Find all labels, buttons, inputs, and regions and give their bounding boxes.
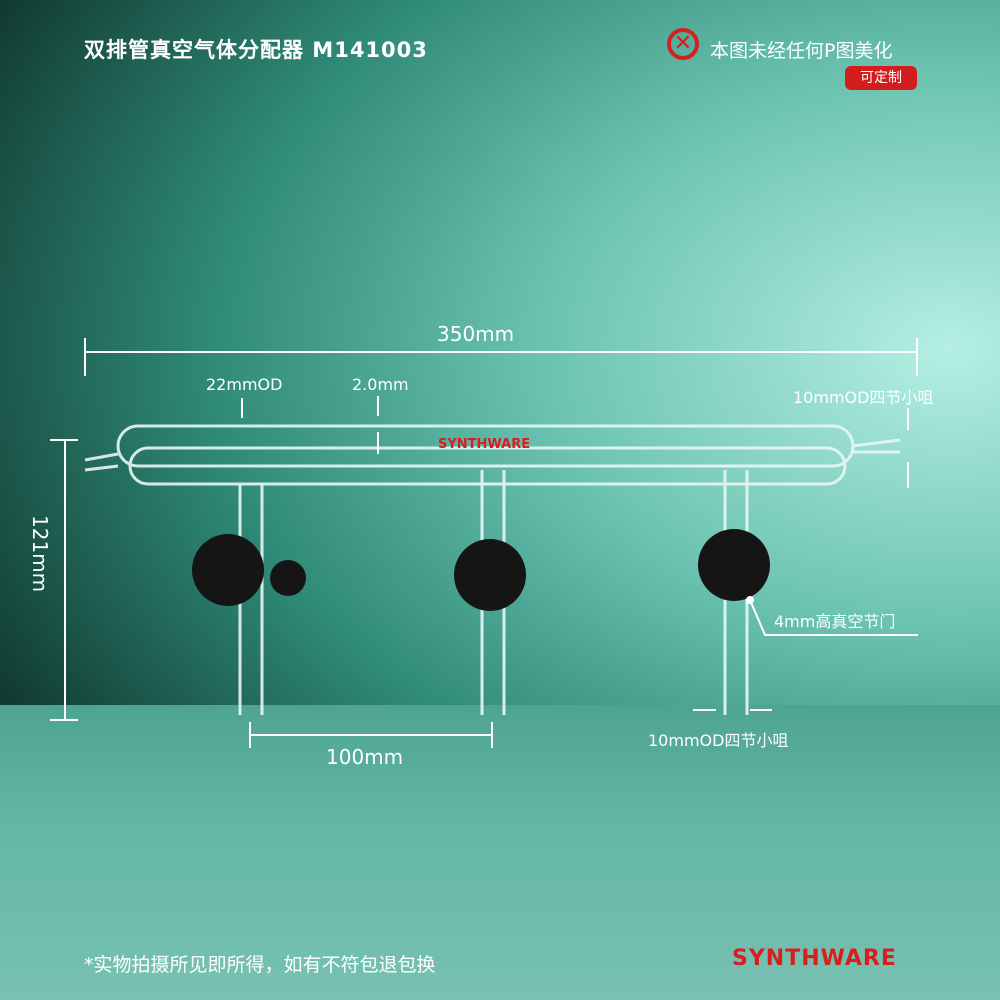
height-label: 121mm — [28, 515, 52, 593]
product-logo: SYNTHWARE — [438, 437, 530, 452]
valve-knob — [192, 534, 264, 606]
valve-label: 4mm高真空节门 — [774, 612, 896, 631]
no-retouch-notice: 本图未经任何P图美化 — [710, 40, 893, 62]
table-surface — [0, 705, 1000, 1000]
customizable-badge: 可定制 — [845, 66, 917, 90]
valve-knob — [698, 529, 770, 601]
valve-knobs — [192, 529, 770, 611]
valve-knob — [454, 539, 526, 611]
page-title: 双排管真空气体分配器 M141003 — [84, 38, 428, 62]
wall-label: 2.0mm — [352, 375, 409, 394]
bottom-tip-label: 10mmOD四节小咀 — [648, 731, 789, 750]
length-label: 350mm — [437, 322, 515, 346]
od-label: 22mmOD — [206, 375, 283, 394]
brand-logo: SYNTHWARE — [732, 946, 897, 971]
end-tip-label: 10mmOD四节小咀 — [793, 388, 934, 407]
lower-tube — [128, 446, 847, 486]
close-circle-icon: ✕ — [667, 28, 699, 60]
footer-note: *实物拍摄所见即所得，如有不符包退包换 — [84, 954, 436, 976]
spacing-label: 100mm — [326, 745, 404, 769]
